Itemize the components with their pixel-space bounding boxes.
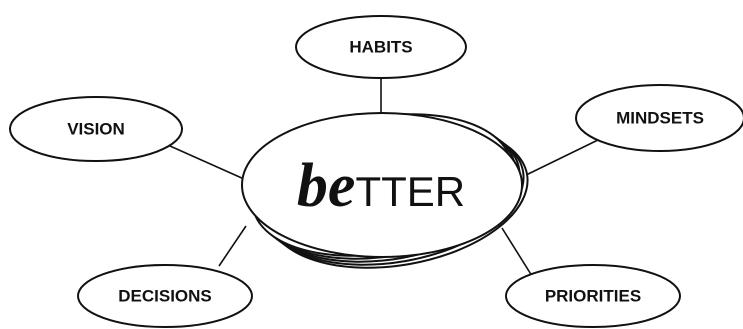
- node-mindsets: MINDSETS: [575, 84, 743, 152]
- node-vision-label: VISION: [67, 120, 125, 139]
- connector-mindsets: [521, 138, 601, 178]
- node-mindsets-label: MINDSETS: [616, 109, 704, 128]
- connector-decisions: [218, 225, 247, 267]
- node-habits: HABITS: [295, 15, 467, 79]
- center-label: beTTER: [297, 152, 465, 220]
- center-label-script: be: [297, 152, 356, 220]
- node-vision: VISION: [9, 96, 183, 162]
- center-label-sans: TTER: [355, 168, 465, 215]
- node-priorities: PRIORITIES: [505, 264, 681, 328]
- node-priorities-ellipse: [505, 264, 681, 328]
- node-decisions: DECISIONS: [77, 264, 253, 328]
- node-habits-label: HABITS: [349, 38, 412, 57]
- node-decisions-label: DECISIONS: [118, 287, 212, 306]
- node-habits-ellipse: [295, 15, 467, 79]
- center-ellipse-front: [241, 112, 523, 258]
- node-decisions-ellipse: [77, 264, 253, 328]
- connector-vision: [169, 145, 245, 180]
- center-ellipse-stack: [241, 112, 529, 269]
- connector-priorities: [501, 227, 533, 277]
- node-vision-ellipse: [9, 96, 183, 162]
- node-mindsets-ellipse: [575, 84, 743, 152]
- node-priorities-label: PRIORITIES: [545, 287, 641, 306]
